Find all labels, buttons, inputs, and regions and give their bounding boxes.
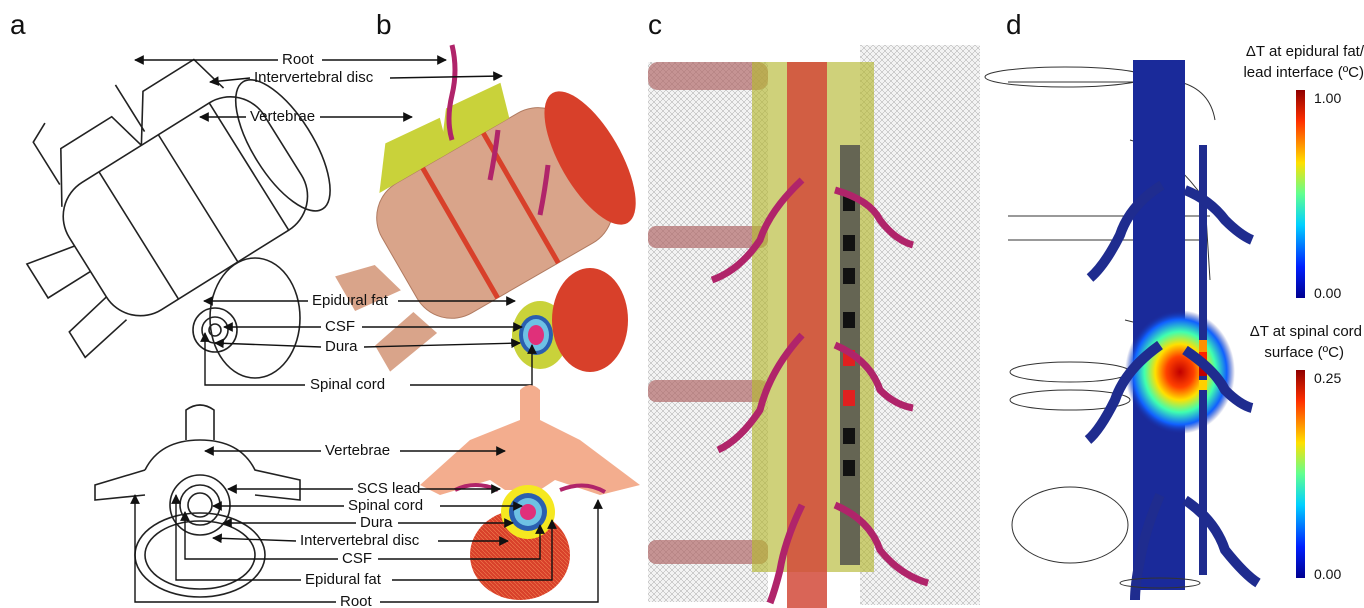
colorbar-spinal-cord-surface: ΔT at spinal cord surface (ºC) 0.25 0.00 <box>1250 323 1362 582</box>
colorbar-2-title-line1: ΔT at spinal cord <box>1250 323 1362 340</box>
panel-b-cross-section <box>420 385 640 600</box>
label-vertebrae-top: Vertebrae <box>250 108 315 125</box>
label-root-bottom: Root <box>340 593 373 608</box>
colorbar-2-title-line2: surface (ºC) <box>1264 344 1344 361</box>
label-spinal-cord-top: Spinal cord <box>310 376 385 393</box>
colorbar-1-min-tick: 0.00 <box>1314 285 1341 301</box>
colorbar-1-max-tick: 1.00 <box>1314 90 1341 106</box>
panel-letter-c: c <box>648 9 662 40</box>
label-dura-bottom: Dura <box>360 514 393 531</box>
label-root-top: Root <box>282 51 315 68</box>
colorbar-1-gradient <box>1296 90 1305 298</box>
label-epidural-fat-bottom: Epidural fat <box>305 571 382 588</box>
panel-letter-d: d <box>1006 9 1022 40</box>
colorbar-1-title-line2: lead interface (ºC) <box>1243 64 1364 81</box>
label-dura-top: Dura <box>325 338 358 355</box>
label-csf-bottom: CSF <box>342 550 372 567</box>
colorbar-2-min-tick: 0.00 <box>1314 566 1341 582</box>
colorbar-epidural-fat-lead: ΔT at epidural fat/ lead interface (ºC) … <box>1243 43 1364 301</box>
panel-a-cross-section <box>95 405 300 597</box>
label-spinal-cord-bottom: Spinal cord <box>348 497 423 514</box>
colorbar-1-title-line1: ΔT at epidural fat/ <box>1246 43 1364 60</box>
label-scs-lead-bottom: SCS lead <box>357 480 420 497</box>
panel-d-thermal-model <box>985 60 1258 600</box>
label-epidural-fat-top: Epidural fat <box>312 292 389 309</box>
panel-letter-b: b <box>376 9 392 40</box>
panel-c-mesh-model <box>648 45 980 608</box>
label-intervertebral-disc-top: Intervertebral disc <box>254 69 374 86</box>
colorbar-2-gradient <box>1296 370 1305 578</box>
panel-letter-a: a <box>10 9 26 40</box>
label-intervertebral-disc-bottom: Intervertebral disc <box>300 532 420 549</box>
label-vertebrae-bottom: Vertebrae <box>325 442 390 459</box>
colorbar-2-max-tick: 0.25 <box>1314 370 1341 386</box>
label-csf-top: CSF <box>325 318 355 335</box>
